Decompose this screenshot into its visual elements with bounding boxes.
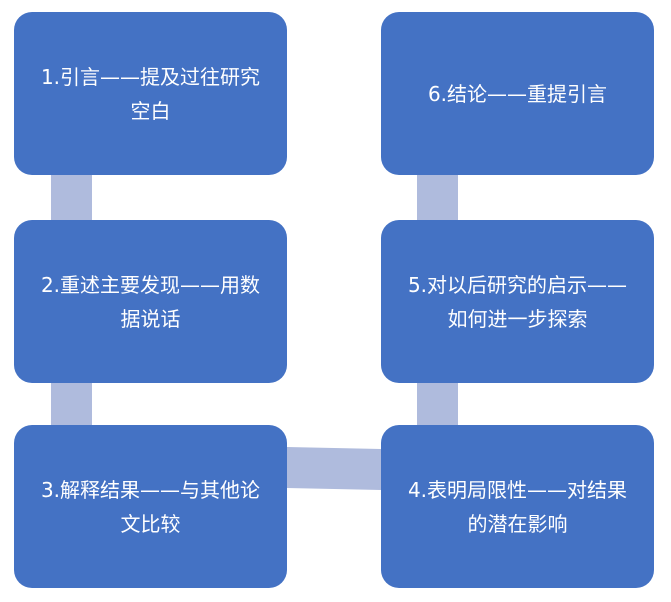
step-2-label: 2.重述主要发现——用数据说话 — [40, 272, 261, 331]
step-6: 6.结论——重提引言 — [381, 12, 654, 175]
step-1: 1.引言——提及过往研究空白 — [14, 12, 287, 175]
step-5-label: 5.对以后研究的启示——如何进一步探索 — [407, 272, 628, 331]
step-3: 3.解释结果——与其他论文比较 — [14, 425, 287, 588]
step-3-label: 3.解释结果——与其他论文比较 — [40, 477, 261, 536]
connector-4-5 — [417, 382, 458, 425]
step-4: 4.表明局限性——对结果的潜在影响 — [381, 425, 654, 588]
step-2: 2.重述主要发现——用数据说话 — [14, 220, 287, 383]
connector-1-2 — [51, 175, 92, 220]
connector-2-3 — [51, 382, 92, 425]
step-4-label: 4.表明局限性——对结果的潜在影响 — [407, 477, 628, 536]
step-5: 5.对以后研究的启示——如何进一步探索 — [381, 220, 654, 383]
step-6-label: 6.结论——重提引言 — [427, 81, 608, 106]
connector-5-6 — [417, 175, 458, 220]
step-1-label: 1.引言——提及过往研究空白 — [40, 64, 261, 123]
